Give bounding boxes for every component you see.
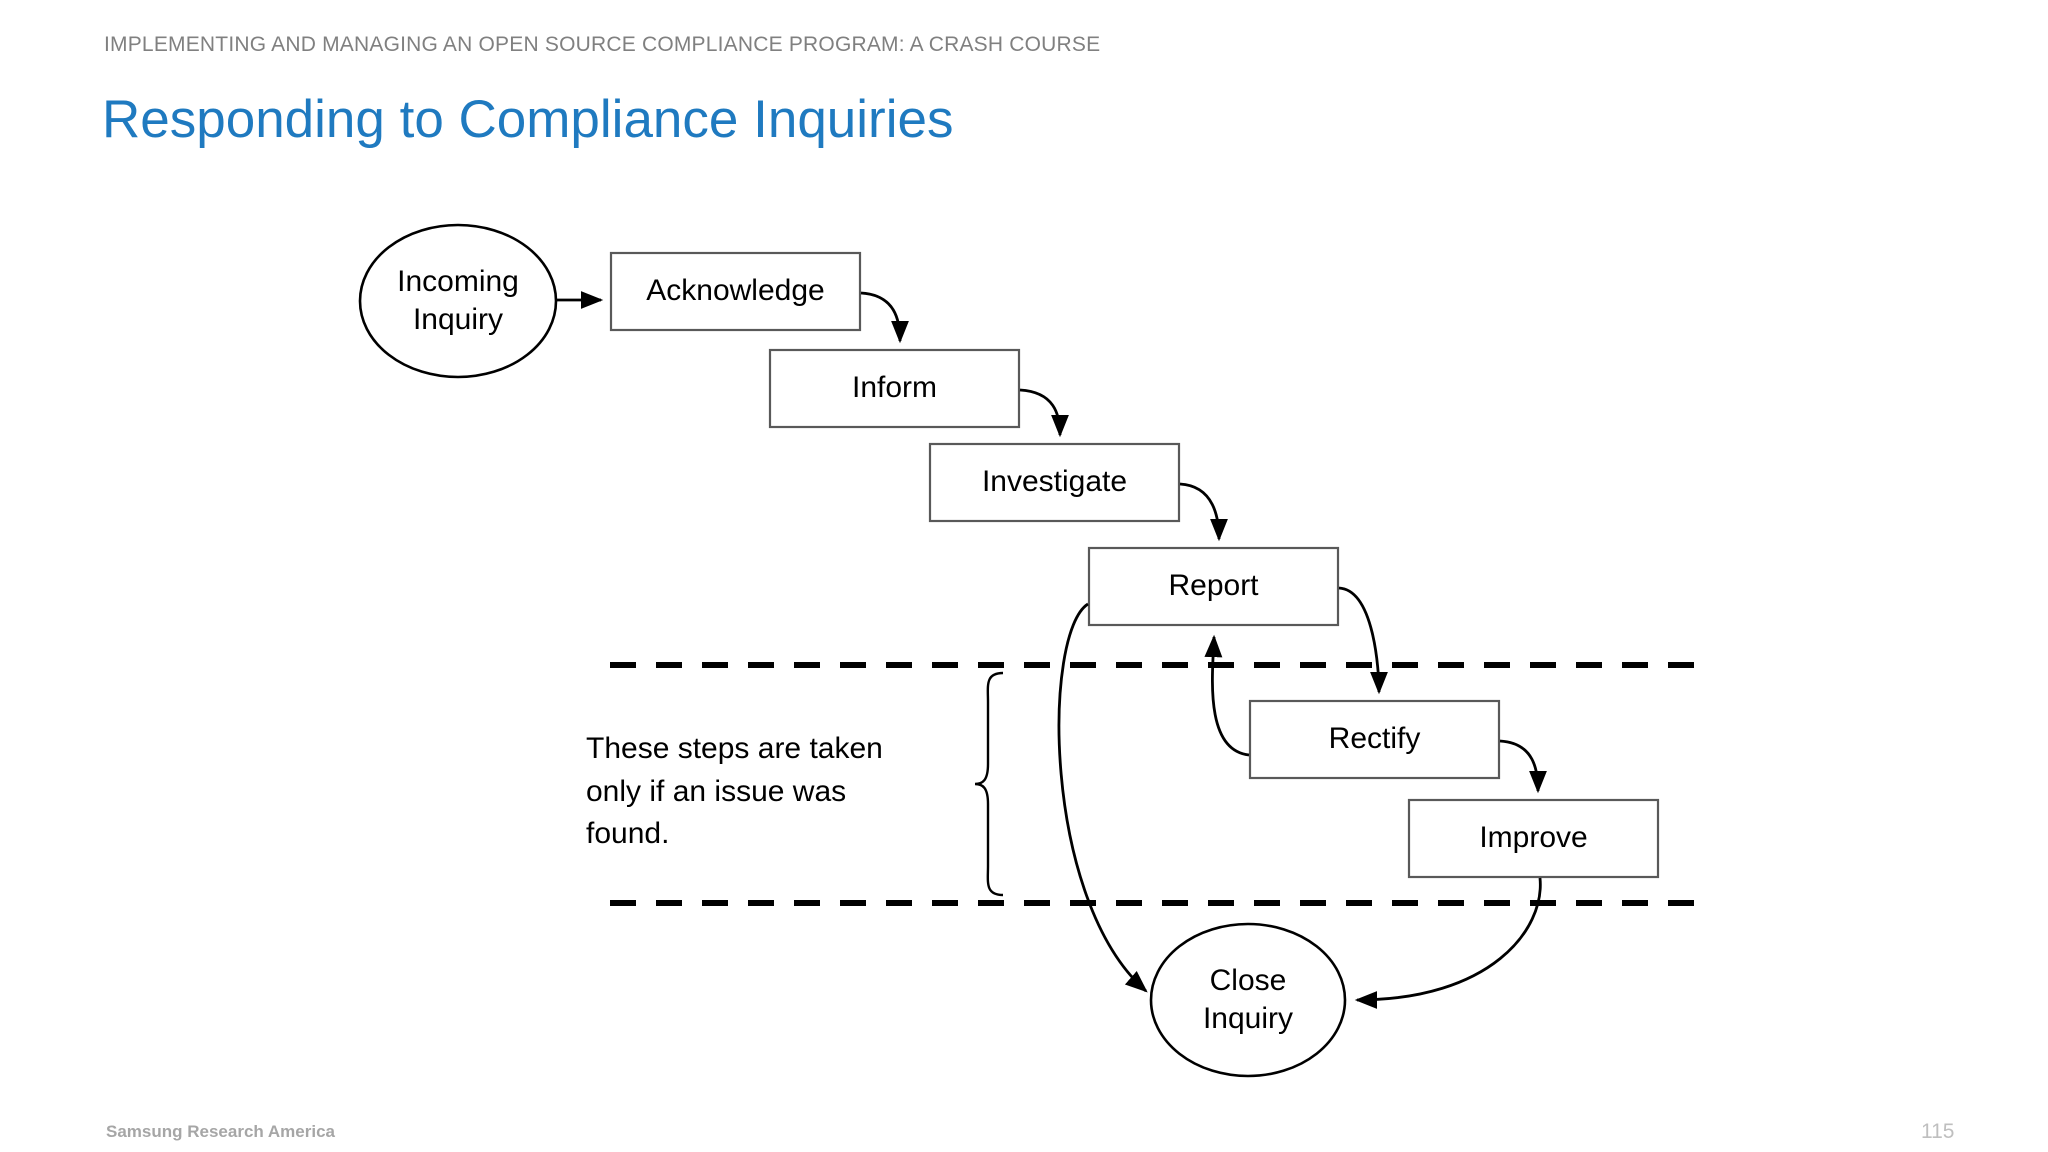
node-investigate-shape[interactable] xyxy=(928,442,1181,523)
edge-rectify-to-improve xyxy=(1499,739,1547,794)
node-inform-shape[interactable] xyxy=(768,348,1021,429)
slide-eyebrow: IMPLEMENTING AND MANAGING AN OPEN SOURCE… xyxy=(104,33,1101,56)
edge-investigate-to-report xyxy=(1179,482,1228,542)
annotation-line-2: only if an issue was xyxy=(586,774,847,808)
page-number: 115 xyxy=(1921,1120,1955,1143)
annotation-line-1: These steps are taken xyxy=(586,732,883,765)
footer-brand: Samsung Research America xyxy=(106,1122,335,1141)
edge-acknowledge-to-inform xyxy=(860,291,909,344)
conditional-scope-brace xyxy=(974,671,1004,897)
edge-inform-to-investigate xyxy=(1019,388,1069,438)
conditional-steps-annotation: These steps are taken only if an issue w… xyxy=(586,728,916,856)
edge-report-to-close-inquiry xyxy=(1057,602,1148,993)
edge-report-to-rectify xyxy=(1338,586,1388,695)
page-title: Responding to Compliance Inquiries xyxy=(102,90,954,149)
node-acknowledge-shape[interactable] xyxy=(609,251,862,332)
edge-rectify-to-report xyxy=(1204,634,1250,757)
edge-improve-to-close-inquiry xyxy=(1354,877,1542,1009)
node-rectify-shape[interactable] xyxy=(1248,699,1501,780)
node-improve-shape[interactable] xyxy=(1407,798,1660,879)
node-close-inquiry-shape[interactable] xyxy=(1149,922,1347,1078)
node-report-shape[interactable] xyxy=(1087,546,1340,627)
annotation-line-3: found. xyxy=(586,817,670,851)
node-incoming-inquiry-shape[interactable] xyxy=(358,223,558,379)
